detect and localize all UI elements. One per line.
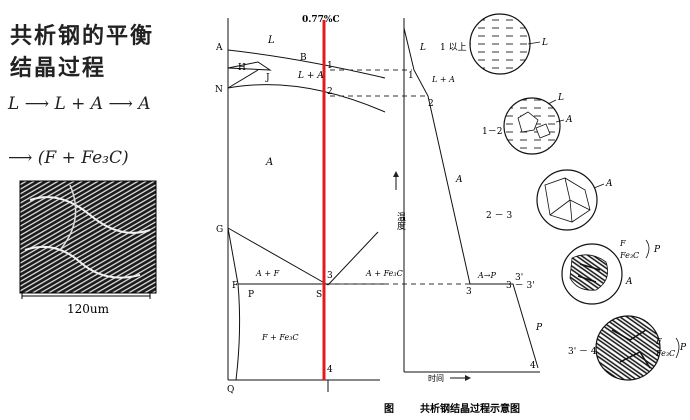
stage-4 <box>561 243 623 305</box>
stage-5-phase-F: F <box>655 337 662 346</box>
formula-eutectoid: ⟶ (F + Fe₃C) <box>8 148 129 168</box>
stage-4-phase-A: A <box>625 277 633 287</box>
stage-5-phase-P: P <box>679 343 687 353</box>
curve-label-A: A <box>455 175 463 185</box>
stage-2-phase-A: A <box>565 115 573 125</box>
line-GP <box>227 227 239 285</box>
stage-4-phase-F: F <box>619 239 626 248</box>
stage-4-brace <box>645 239 650 259</box>
connector-lines <box>330 69 470 285</box>
alloy-point-2: 2 <box>327 87 333 97</box>
region-L-A: L + A <box>297 71 324 81</box>
cooling-ylabel: 温度 <box>395 212 406 231</box>
scale-bar <box>21 293 151 299</box>
stage-4-phase-Fe3C: Fe₃C <box>619 251 639 260</box>
stage-3 <box>536 169 605 231</box>
cooling-curve-line <box>403 27 539 369</box>
stage-5-label: 3' － 4 <box>568 347 597 357</box>
line-GS <box>227 227 329 286</box>
stage-5-phase-Fe3C: Fe₃C <box>655 349 675 358</box>
curve-point-3: 3 <box>466 287 472 297</box>
curve-point-2: 2 <box>428 99 434 109</box>
point-S: S <box>316 290 322 300</box>
curve-point-4: 4 <box>530 361 536 371</box>
alloy-point-1: 1 <box>327 61 333 71</box>
curve-label-L: L <box>419 43 426 53</box>
stage-5-brace <box>675 337 680 359</box>
region-A-F: A + F <box>255 269 280 278</box>
micrograph-image <box>19 180 157 294</box>
line-PQ <box>235 283 241 381</box>
point-J: J <box>265 73 270 83</box>
alloy-point-4: 4 <box>327 365 333 375</box>
point-Q: Q <box>227 385 234 395</box>
region-A-Fe3C: A + Fe₃C <box>365 269 403 278</box>
alloy-point-3: 3 <box>327 271 333 281</box>
phase-diagram <box>227 18 386 392</box>
line-ES <box>327 231 379 286</box>
curve-label-L-A: L + A <box>431 75 455 84</box>
stage-1-phase-L: L <box>541 38 548 48</box>
stage-1-label: 1 以上 <box>440 42 467 53</box>
stage-2-label: 1－2 <box>482 127 502 137</box>
region-A: A <box>265 157 273 168</box>
slide-title-line2: 结晶过程 <box>10 56 107 81</box>
stage-3-phase-A: A <box>605 179 613 189</box>
stage-1 <box>469 13 541 75</box>
curve-label-P: P <box>535 323 543 333</box>
scale-bar-label: 120um <box>67 302 110 316</box>
cooling-xlabel: 时间 <box>428 373 444 383</box>
point-G: G <box>216 225 223 235</box>
region-F-Fe3C: F + Fe₃C <box>261 333 299 342</box>
caption-text: 共析钢结晶过程示意图 <box>420 402 520 415</box>
stage-3-label: 2 － 3 <box>486 211 512 221</box>
slide-title-line1: 共析钢的平衡 <box>10 24 155 49</box>
formula-transformation: L ⟶ L + A ⟶ A <box>8 94 151 114</box>
peritectic-region <box>227 61 272 71</box>
stage-2-phase-L: L <box>557 93 564 103</box>
point-A: A <box>215 43 223 53</box>
line-NJ <box>227 69 259 89</box>
curve-label-A-P: A→P <box>477 271 496 280</box>
point-F: F <box>232 281 238 291</box>
stage-2 <box>503 97 565 155</box>
point-H: H <box>238 63 246 73</box>
point-B: B <box>300 53 307 63</box>
cooling-curve <box>393 18 540 381</box>
curve-point-3b: 3' <box>515 273 523 283</box>
caption-fig: 图 <box>384 403 394 415</box>
stage-4-phase-P: P <box>653 245 661 255</box>
stage-4-label: 3 － 3' <box>506 281 535 291</box>
solidus-line <box>227 84 386 113</box>
liquidus-line <box>227 49 386 79</box>
composition-label: 0.77%C <box>302 15 340 25</box>
region-L: L <box>267 35 275 46</box>
stage-5 <box>595 315 661 381</box>
curve-point-1: 1 <box>408 71 414 81</box>
point-P: P <box>248 290 254 300</box>
point-N: N <box>215 85 223 95</box>
